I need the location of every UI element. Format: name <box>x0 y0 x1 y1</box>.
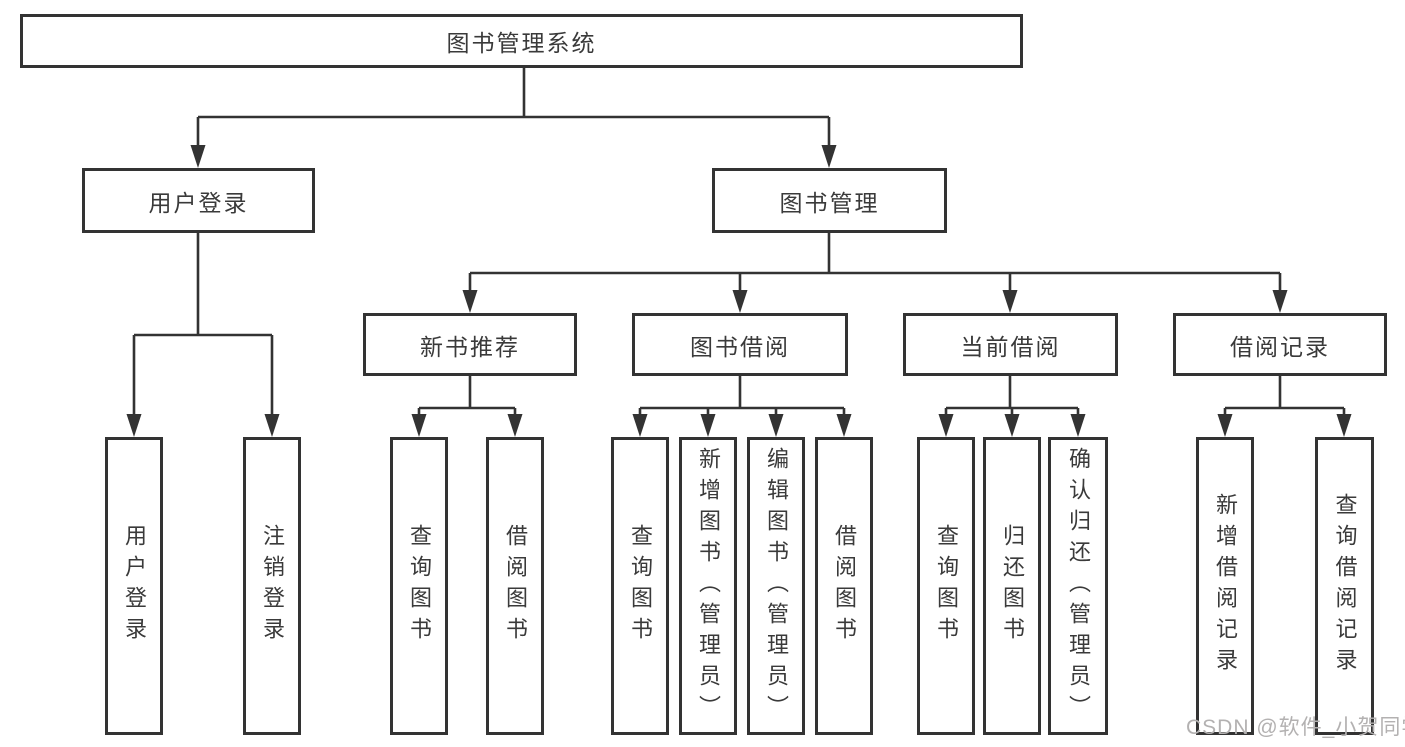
node-current-borrow-label: 当前借阅 <box>960 333 1061 360</box>
node-user-login-label: 用户登录 <box>148 189 249 216</box>
node-leaf-add-borrow-record-label: 新增借阅记录 <box>1213 493 1238 679</box>
node-user-login: 用户登录 <box>82 168 315 233</box>
watermark: CSDN @软件_小贺同学 <box>1186 716 1405 739</box>
node-leaf-add-book-admin-label: 新增图书（管理员） <box>696 446 721 726</box>
node-leaf-logout-label: 注销登录 <box>260 524 285 648</box>
node-leaf-borrow-book-label: 借阅图书 <box>832 524 857 648</box>
node-leaf-logout: 注销登录 <box>243 437 301 735</box>
node-library-system-root: 图书管理系统 <box>20 14 1023 68</box>
node-leaf-query-books-borrow: 查询图书 <box>611 437 669 735</box>
node-leaf-query-books-borrow-label: 查询图书 <box>628 524 653 648</box>
node-leaf-query-books-current-label: 查询图书 <box>934 524 959 648</box>
node-leaf-query-books-current: 查询图书 <box>917 437 975 735</box>
node-borrow-records-label: 借阅记录 <box>1230 333 1330 360</box>
node-borrow-records: 借阅记录 <box>1173 313 1387 376</box>
node-book-management-label: 图书管理 <box>779 189 880 216</box>
node-leaf-borrow-books-recommend-label: 借阅图书 <box>503 524 528 648</box>
node-book-borrow-label: 图书借阅 <box>690 333 790 360</box>
node-leaf-user-login-label: 用户登录 <box>122 524 147 648</box>
node-leaf-confirm-return-admin: 确认归还（管理员） <box>1048 437 1108 735</box>
node-book-borrow: 图书借阅 <box>632 313 848 376</box>
node-leaf-query-borrow-record-label: 查询借阅记录 <box>1332 493 1358 679</box>
node-library-system-root-label: 图书管理系统 <box>446 30 597 56</box>
node-leaf-confirm-return-admin-label: 确认归还（管理员） <box>1066 446 1091 726</box>
node-new-book-recommend-label: 新书推荐 <box>420 333 520 360</box>
node-leaf-query-books-recommend-label: 查询图书 <box>407 524 432 648</box>
node-leaf-return-book-label: 归还图书 <box>1000 524 1025 648</box>
node-leaf-add-borrow-record: 新增借阅记录 <box>1196 437 1254 735</box>
node-leaf-user-login: 用户登录 <box>105 437 163 735</box>
node-leaf-borrow-books-recommend: 借阅图书 <box>486 437 544 735</box>
node-new-book-recommend: 新书推荐 <box>363 313 577 376</box>
node-current-borrow: 当前借阅 <box>903 313 1118 376</box>
node-leaf-query-books-recommend: 查询图书 <box>390 437 448 735</box>
node-book-management: 图书管理 <box>712 168 947 233</box>
node-leaf-edit-book-admin: 编辑图书（管理员） <box>747 437 805 735</box>
node-leaf-add-book-admin: 新增图书（管理员） <box>679 437 737 735</box>
node-leaf-return-book: 归还图书 <box>983 437 1041 735</box>
node-leaf-borrow-book: 借阅图书 <box>815 437 873 735</box>
node-leaf-query-borrow-record: 查询借阅记录 <box>1315 437 1374 735</box>
node-leaf-edit-book-admin-label: 编辑图书（管理员） <box>764 446 789 726</box>
